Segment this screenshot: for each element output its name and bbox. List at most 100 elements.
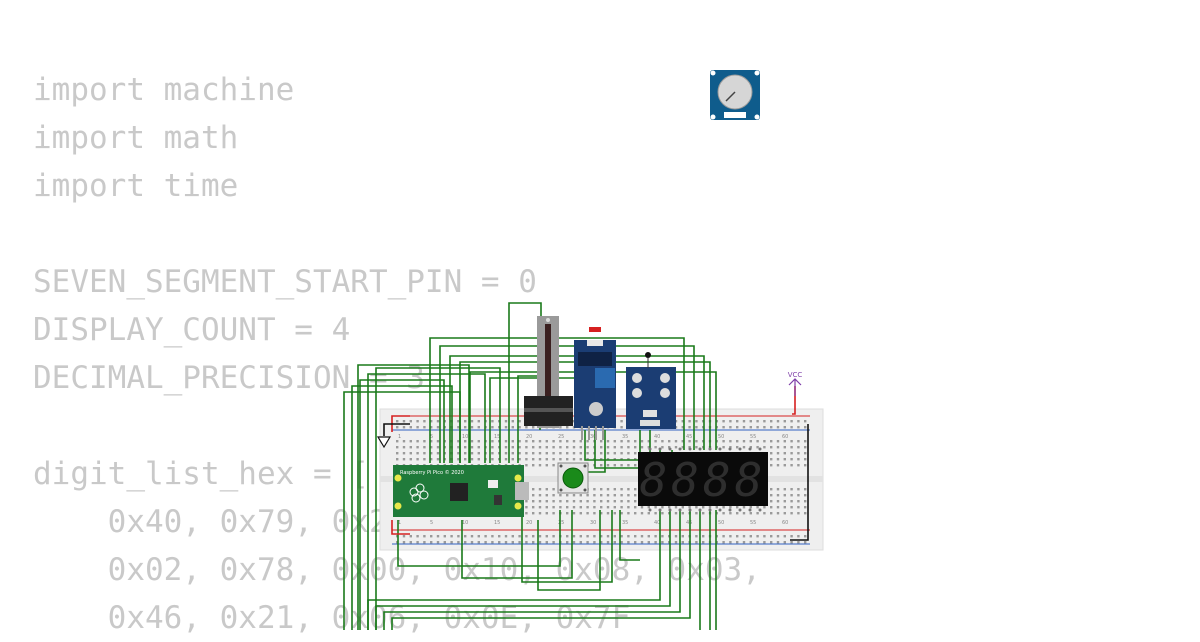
breadboard-hole [600,488,603,491]
breadboard-column-number: 45 [686,434,692,440]
breadboard-hole [396,446,399,449]
breadboard-hole [402,440,406,443]
breadboard-hole [654,512,657,515]
breadboard-hole [756,446,759,449]
breadboard-hole [797,426,800,429]
breadboard-hole [776,488,780,491]
breadboard-hole [783,420,786,423]
pico-board-label: Raspberry Pi Pico © 2020 [400,469,464,476]
breadboard-hole [763,512,766,515]
breadboard-hole [681,426,684,429]
breadboard-hole [722,506,725,509]
breadboard-hole [579,500,582,503]
breadboard-hole [797,452,800,455]
breadboard-hole [572,452,576,455]
push-button[interactable] [557,462,589,494]
breadboard-hole [430,452,433,455]
breadboard-hole [430,420,433,423]
breadboard-hole [783,426,786,429]
breadboard-hole [457,535,460,538]
breadboard-column-number: 50 [718,434,724,440]
breadboard-hole [613,494,616,497]
breadboard-hole [491,452,494,455]
breadboard-hole [804,446,807,449]
breadboard-hole [722,446,725,449]
breadboard-hole [640,446,644,449]
breadboard-hole [579,452,582,455]
breadboard-hole [790,452,793,455]
breadboard-hole [552,512,555,515]
breadboard-hole [491,426,494,429]
breadboard-hole [804,506,807,509]
breadboard-hole [525,535,528,538]
breadboard-hole [729,420,732,423]
breadboard-hole [606,541,610,544]
breadboard-hole [538,541,542,544]
code-line: SEVEN_SEGMENT_START_PIN = 0 [33,264,537,300]
rotary-potentiometer[interactable] [710,70,760,120]
breadboard-hole [681,512,684,515]
breadboard-hole [525,440,528,443]
breadboard-hole [722,541,725,544]
sensor-module-temperature[interactable] [626,352,676,429]
breadboard-hole [538,458,542,461]
breadboard-hole [613,440,616,443]
breadboard-hole [477,440,480,443]
breadboard-hole [640,541,644,544]
display-pin [648,447,652,451]
breadboard-hole [566,506,569,509]
breadboard-hole [477,426,480,429]
breadboard-hole [525,506,528,509]
breadboard-hole [511,420,514,423]
breadboard-hole [504,452,508,455]
breadboard-hole [552,541,555,544]
breadboard-hole [566,440,569,443]
breadboard-hole [647,535,650,538]
breadboard-hole [776,500,780,503]
breadboard-hole [634,500,637,503]
breadboard-hole [538,535,542,538]
breadboard-column-number: 60 [782,520,788,526]
raspberry-pi-pico[interactable]: Raspberry Pi Pico © 2020 [393,465,529,517]
breadboard-hole [491,541,494,544]
breadboard-hole [586,535,589,538]
breadboard-hole [416,541,419,544]
breadboard-hole [402,452,406,455]
breadboard-hole [443,541,446,544]
breadboard-hole [804,464,807,467]
display-pin [688,447,692,451]
breadboard-hole [498,535,501,538]
breadboard-hole [804,488,807,491]
breadboard-hole [749,535,752,538]
breadboard-hole [627,494,630,497]
breadboard-hole [804,452,807,455]
sensor-module-light[interactable] [574,327,616,440]
slide-potentiometer[interactable] [524,316,573,428]
breadboard-hole [504,535,508,538]
breadboard-hole [545,506,548,509]
breadboard-column-number: 20 [526,520,532,526]
seven-segment-display[interactable]: 8888 [638,447,768,512]
breadboard-hole [804,440,807,443]
breadboard-hole [620,452,623,455]
breadboard-hole [749,426,752,429]
breadboard-hole [804,512,807,515]
breadboard-hole [776,494,780,497]
breadboard-hole [396,440,399,443]
breadboard-hole [620,426,623,429]
breadboard-hole [464,452,467,455]
breadboard-hole [457,446,460,449]
breadboard-hole [770,506,773,509]
breadboard-hole [538,446,542,449]
breadboard-hole [579,446,582,449]
breadboard-hole [763,420,766,423]
breadboard-hole [491,535,494,538]
breadboard-hole [688,506,691,509]
breadboard-hole [457,426,460,429]
breadboard-hole [525,452,528,455]
breadboard-hole [518,541,521,544]
breadboard-hole [586,440,589,443]
breadboard-hole [756,440,759,443]
breadboard-hole [756,512,759,515]
breadboard-hole [776,452,780,455]
